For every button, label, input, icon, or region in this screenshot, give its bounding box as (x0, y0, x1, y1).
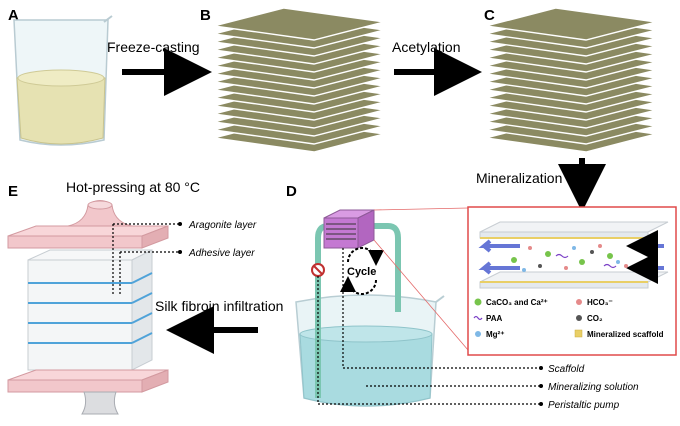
panel-label-b: B (200, 7, 211, 24)
lamella-sheet (485, 7, 657, 41)
step-mineralization: Mineralization (476, 170, 562, 186)
label-adhesive-layer: Adhesive layer (188, 248, 255, 259)
panel-label-e: E (8, 183, 18, 200)
mineralization-inset (467, 206, 677, 356)
beaker-a (13, 15, 113, 146)
label-peristaltic-pump: Peristaltic pump (548, 400, 620, 411)
legend-mineralized-scaffold: Mineralized scaffold (587, 330, 664, 339)
legend-mg: Mg²⁺ (486, 330, 504, 339)
layer-leaders (112, 222, 182, 294)
step-freeze-casting: Freeze-casting (107, 39, 200, 55)
step-hot-pressing: Hot-pressing at 80 °C (66, 179, 200, 195)
laminated-composite (7, 200, 169, 415)
setup-leaders (317, 207, 543, 406)
panel-label-d: D (286, 183, 297, 200)
label-aragonite-layer: Aragonite layer (188, 220, 257, 231)
legend-co2: CO₂ (587, 314, 603, 323)
step-silk-fibroin-infiltration: Silk fibroin infiltration (155, 298, 283, 314)
acetylated-scaffold-c (485, 7, 657, 153)
cycle-label: Cycle (347, 266, 376, 278)
step-acetylation: Acetylation (392, 39, 460, 55)
lamellar-scaffold-b (213, 7, 385, 153)
legend-paa: PAA (486, 314, 503, 323)
adhesive-layers (28, 272, 153, 344)
mineralization-setup (295, 209, 445, 407)
label-scaffold: Scaffold (548, 364, 585, 375)
legend-hco3: HCO₃⁻ (587, 298, 613, 307)
label-mineralizing-solution: Mineralizing solution (548, 382, 639, 393)
legend-caco3: CaCO₃ and Ca²⁺ (486, 298, 548, 307)
lamella-sheet (213, 7, 385, 41)
panel-label-c: C (484, 7, 495, 24)
panel-label-a: A (8, 7, 19, 24)
